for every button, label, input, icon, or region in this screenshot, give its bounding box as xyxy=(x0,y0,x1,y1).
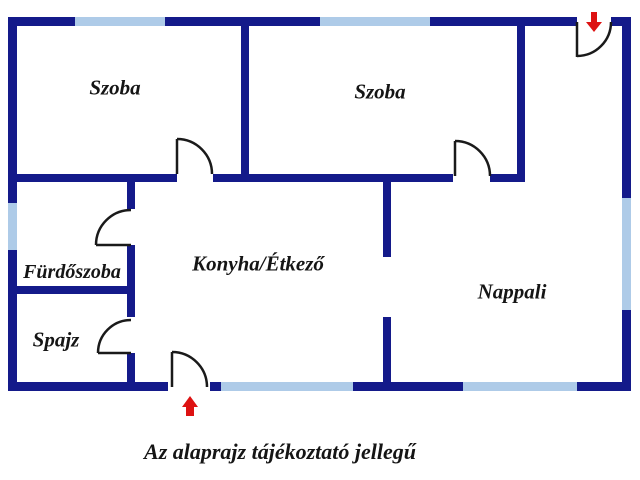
door-top-entrance xyxy=(575,21,613,58)
room-label-szoba-2: Szoba xyxy=(354,79,406,104)
window xyxy=(75,17,165,26)
plan-caption: Az alaprajz tájékoztató jellegű xyxy=(144,439,416,464)
entrance-arrow-up-icon xyxy=(182,396,198,416)
doors xyxy=(94,21,613,388)
door-arc xyxy=(576,21,613,58)
door-spajz xyxy=(96,318,132,355)
window xyxy=(8,203,17,250)
window xyxy=(622,198,631,310)
door-szoba-1 xyxy=(175,137,214,175)
wall-segment xyxy=(517,26,525,182)
door-arc xyxy=(171,350,209,388)
wall-segment xyxy=(611,17,631,26)
door-arc xyxy=(96,318,132,354)
wall-segment xyxy=(127,353,135,382)
wall-segment xyxy=(127,245,135,317)
wall-segment xyxy=(8,250,17,391)
windows xyxy=(8,17,631,391)
wall-segment xyxy=(383,182,391,257)
entrance-arrow-down-icon xyxy=(586,12,602,32)
outer-walls xyxy=(8,17,631,391)
window xyxy=(221,382,353,391)
wall-segment xyxy=(8,382,168,391)
window xyxy=(320,17,430,26)
wall-segment xyxy=(383,317,391,382)
wall-segment xyxy=(353,382,463,391)
wall-segment xyxy=(622,310,631,391)
door-bottom-entrance xyxy=(170,350,209,388)
room-label-spajz: Spajz xyxy=(32,327,80,352)
wall-segment xyxy=(213,174,453,182)
door-arc xyxy=(176,137,214,175)
room-label-furdoszoba: Fürdőszoba xyxy=(23,261,121,283)
wall-segment xyxy=(8,17,75,26)
wall-segment xyxy=(210,382,221,391)
room-label-nappali: Nappali xyxy=(477,279,547,304)
wall-segment xyxy=(490,174,525,182)
door-szoba-2 xyxy=(453,139,492,177)
door-arc xyxy=(454,139,492,177)
room-label-konyha-etkezo: Konyha/Étkező xyxy=(192,251,324,276)
entrance-arrows xyxy=(182,12,602,416)
wall-segment xyxy=(430,17,577,26)
interior-walls xyxy=(17,26,525,382)
wall-segment xyxy=(622,17,631,198)
wall-segment xyxy=(241,26,249,182)
wall-segment xyxy=(8,17,17,203)
wall-segment xyxy=(577,382,631,391)
door-arc xyxy=(94,208,132,246)
door-furdoszoba xyxy=(94,208,132,247)
wall-segment xyxy=(165,17,320,26)
room-label-szoba-1: Szoba xyxy=(89,75,141,100)
window xyxy=(463,382,577,391)
wall-segment xyxy=(17,174,177,182)
wall-segment xyxy=(17,286,135,294)
wall-segment xyxy=(127,182,135,209)
